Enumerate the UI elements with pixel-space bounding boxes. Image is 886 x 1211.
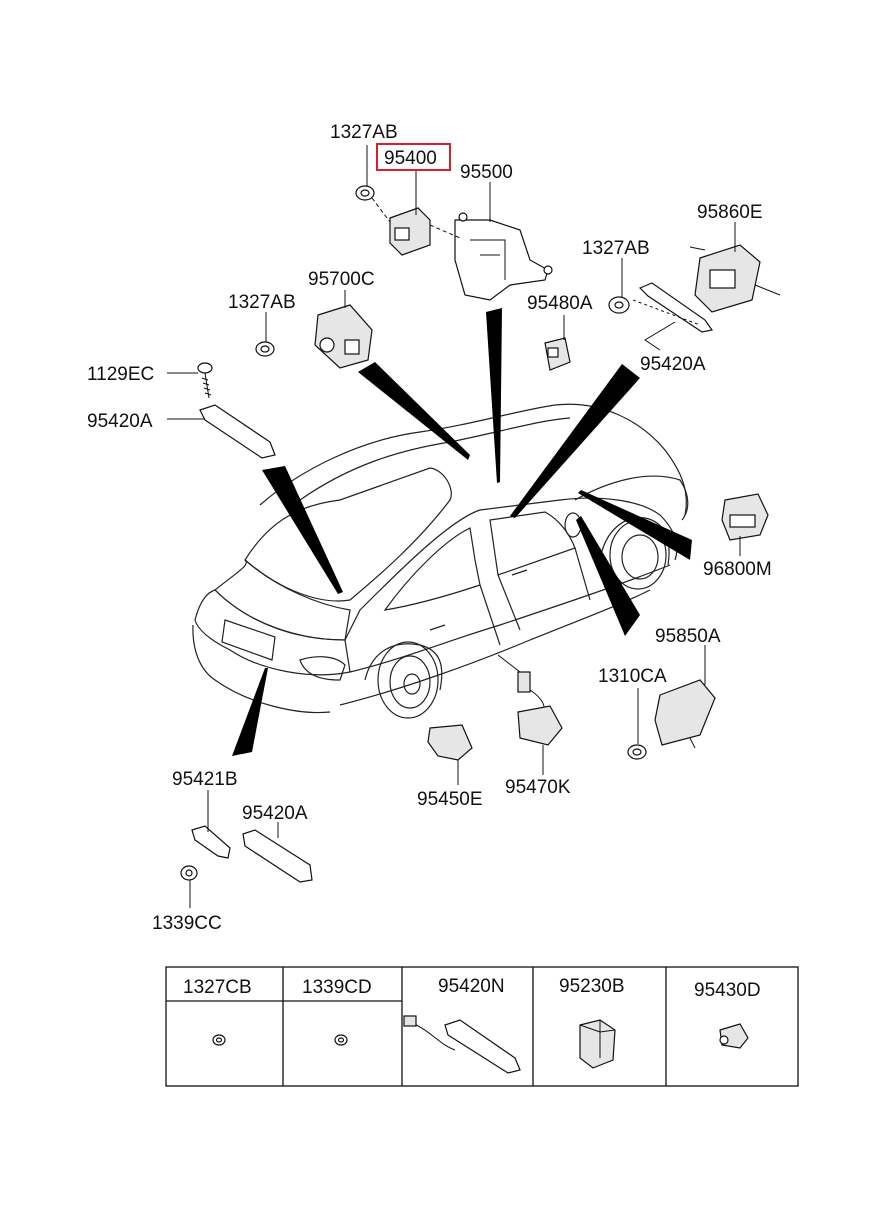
- part-module-95850a: [654, 679, 716, 749]
- label-1310ca[interactable]: 1310CA: [598, 666, 667, 687]
- label-1327ab-left[interactable]: 1327AB: [228, 292, 296, 313]
- table-part-95420n: [403, 1015, 521, 1074]
- label-95480a[interactable]: 95480A: [527, 293, 593, 314]
- table-part-95230b: [579, 1019, 616, 1069]
- label-1129ec[interactable]: 1129EC: [87, 364, 154, 385]
- highlight-box-95400: [376, 143, 451, 171]
- part-bracket-95420a-bottom: [242, 829, 313, 883]
- table-header-1339cd[interactable]: 1339CD: [302, 977, 372, 998]
- label-1327ab-top[interactable]: 1327AB: [330, 122, 398, 143]
- label-95420a-right[interactable]: 95420A: [640, 354, 706, 375]
- label-95850a[interactable]: 95850A: [655, 626, 721, 647]
- part-bracket-95420a-left: [199, 404, 276, 459]
- part-labels: 1327AB 95400 95500 95860E 1327AB 95700C …: [87, 122, 772, 934]
- part-bracket-95500: [429, 212, 553, 301]
- label-95700c[interactable]: 95700C: [308, 269, 375, 290]
- part-nut-1310ca: [627, 744, 647, 760]
- part-switch-96800m: [721, 493, 769, 541]
- part-module-95400: [371, 197, 431, 256]
- table-part-95430d: [719, 1023, 749, 1049]
- part-sensor-95480a: [544, 337, 571, 371]
- table-header-95420n[interactable]: 95420N: [438, 976, 505, 997]
- label-95450e[interactable]: 95450E: [417, 789, 483, 810]
- table-part-1339cd: [334, 1034, 348, 1046]
- part-bolt-1129ec: [197, 362, 213, 399]
- part-bracket-95420a-right: [632, 282, 714, 333]
- part-module-95860e: [689, 244, 781, 313]
- part-module-95700c: [314, 304, 373, 369]
- car-illustration: [192, 403, 689, 719]
- part-nut-1327ab-top: [355, 185, 375, 201]
- leader-lines: [167, 145, 741, 908]
- pointer-wedges: [232, 308, 692, 756]
- label-95420a-left[interactable]: 95420A: [87, 411, 153, 432]
- parts-table: 1327CB 1339CD 95420N 95230B 95430D: [165, 966, 799, 1087]
- label-95470k[interactable]: 95470K: [505, 777, 571, 798]
- label-1339cc[interactable]: 1339CC: [152, 913, 222, 934]
- part-unit-95450e: [427, 724, 473, 761]
- label-95421b[interactable]: 95421B: [172, 769, 238, 790]
- part-nut-1327ab-left: [255, 341, 275, 357]
- table-header-95430d[interactable]: 95430D: [694, 980, 761, 1001]
- table-part-1327cb: [212, 1034, 226, 1046]
- part-nut-1327ab-mid: [608, 296, 630, 314]
- label-1327ab-mid[interactable]: 1327AB: [582, 238, 650, 259]
- part-sensor-95470k: [497, 654, 563, 746]
- table-header-1327cb[interactable]: 1327CB: [183, 977, 252, 998]
- label-95420a-bottom[interactable]: 95420A: [242, 803, 308, 824]
- label-95500[interactable]: 95500: [460, 162, 513, 183]
- label-96800m[interactable]: 96800M: [703, 559, 772, 580]
- part-nut-1339cc: [180, 865, 198, 881]
- label-95860e[interactable]: 95860E: [697, 202, 763, 223]
- label-95400[interactable]: 95400: [384, 148, 437, 169]
- part-bracket-95421b: [191, 825, 231, 859]
- table-header-95230b[interactable]: 95230B: [559, 976, 625, 997]
